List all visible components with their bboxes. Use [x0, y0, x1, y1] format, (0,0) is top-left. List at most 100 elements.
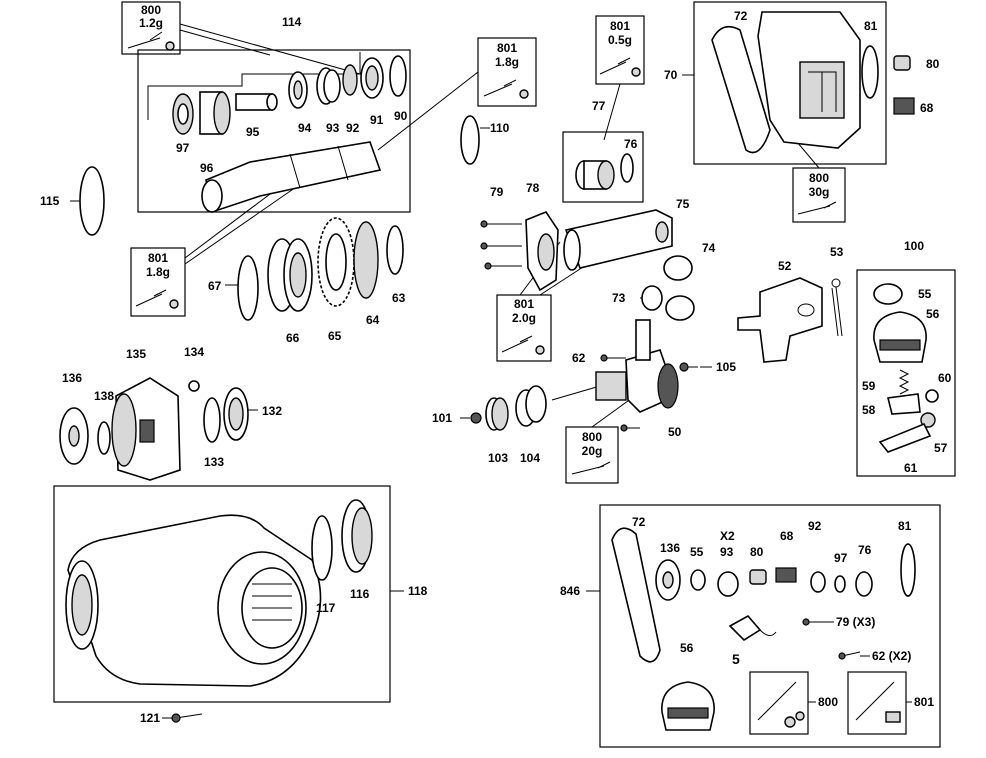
- kit-label-68: 68: [780, 529, 794, 543]
- callout-800-low: 800 20g: [565, 426, 619, 484]
- label-135: 135: [126, 347, 146, 361]
- part-72-gasket: [711, 25, 771, 154]
- label-117: 117: [316, 601, 336, 615]
- callout-801-mid: 801 0.5g: [595, 15, 645, 85]
- label-134: 134: [184, 345, 204, 359]
- part-132-bushing: [223, 387, 249, 441]
- label-97: 97: [176, 141, 190, 155]
- part-78-flange: [525, 211, 559, 292]
- kit-93-spring: [717, 571, 739, 597]
- label-57: 57: [934, 441, 948, 455]
- label-101: 101: [432, 411, 452, 425]
- grease-blob-icon: [169, 299, 179, 309]
- part-101-nut: [470, 412, 482, 424]
- label-59: 59: [862, 379, 876, 393]
- kit-label-81: 81: [898, 519, 912, 533]
- kit-label-97: 97: [834, 551, 848, 565]
- part-80-plug: [893, 55, 911, 71]
- kit-81-ring: [900, 543, 916, 597]
- part-62-screw: [600, 354, 626, 362]
- part-61-latch: [878, 422, 932, 453]
- part-134-ball: [188, 380, 200, 392]
- grease-tube-icon: [483, 79, 517, 97]
- label-73: 73: [612, 291, 626, 305]
- label-67: 67: [208, 279, 222, 293]
- kit-label-92: 92: [808, 519, 822, 533]
- kit-label-72: 72: [632, 515, 646, 529]
- kit-97-ring: [834, 575, 846, 593]
- part-55-oring: [873, 283, 903, 305]
- part-97-bearing: [172, 93, 194, 135]
- label-70: 70: [664, 68, 678, 82]
- callout-800-low-weight: 20g: [582, 444, 603, 458]
- part-59-spring: [898, 369, 910, 395]
- callout-801-top-weight: 1.8g: [495, 55, 519, 69]
- label-60: 60: [938, 371, 952, 385]
- grease-blob-icon: [631, 67, 641, 77]
- kit-72-gasket: [611, 527, 661, 663]
- label-110: 110: [490, 121, 510, 135]
- label-104: 104: [520, 451, 540, 465]
- label-74: 74: [702, 241, 716, 255]
- part-73-pin: [641, 285, 663, 311]
- kit-label-76: 76: [858, 543, 872, 557]
- kit-leaders: [808, 621, 912, 703]
- kit-label-62: 62 (X2): [872, 649, 911, 663]
- callout-800-low-num: 800: [582, 430, 602, 444]
- frame-114-inner: [147, 52, 361, 120]
- kit-800-grease: [749, 671, 809, 735]
- label-65: 65: [328, 329, 342, 343]
- label-72: 72: [734, 9, 748, 23]
- grease-tube-icon: [599, 57, 631, 75]
- part-64-clutch: [353, 221, 379, 299]
- part-housing-70: [757, 11, 861, 149]
- callout-801-low: 801 2.0g: [496, 294, 552, 362]
- grease-tube-icon: [127, 31, 163, 49]
- part-79-screws: [480, 220, 522, 270]
- label-136: 136: [62, 371, 82, 385]
- callout-800-top: 800 1.2g: [121, 1, 181, 55]
- label-78: 78: [526, 181, 540, 195]
- grease-blob-icon: [519, 89, 529, 99]
- callout-801-low-num: 801: [514, 297, 534, 311]
- part-81-ring: [861, 45, 879, 99]
- kit-80-plug: [749, 569, 767, 585]
- part-76-ring: [620, 153, 634, 183]
- frame-118: [53, 485, 391, 703]
- part-135-housing: [111, 377, 181, 481]
- frame-77: [562, 131, 644, 203]
- label-55: 55: [918, 287, 932, 301]
- label-81: 81: [864, 19, 878, 33]
- label-77: 77: [592, 99, 606, 113]
- part-66-sleeve: [267, 238, 313, 312]
- label-75: 75: [676, 197, 690, 211]
- kit-label-93: 93: [720, 545, 734, 559]
- label-90: 90: [394, 109, 408, 123]
- kit-label-80: 80: [750, 545, 764, 559]
- part-93-spring: [316, 67, 341, 105]
- part-58-piece: [887, 393, 921, 415]
- label-62: 62: [572, 351, 586, 365]
- part-138-ring: [97, 421, 111, 455]
- callout-801-low-weight: 2.0g: [512, 311, 536, 325]
- part-92-ring: [342, 64, 358, 96]
- kit-label-5: 5: [732, 651, 740, 667]
- grease-blob-icon: [535, 345, 545, 355]
- kit-79-screw: [802, 618, 826, 626]
- kit-136-cap: [655, 559, 681, 601]
- part-cylinder: [201, 141, 382, 214]
- kit-76-ring: [855, 571, 873, 597]
- kit-label-79: 79 (X3): [836, 615, 875, 629]
- part-121-screw: [171, 713, 203, 723]
- part-65-gear: [317, 217, 355, 307]
- label-116: 116: [350, 587, 370, 601]
- part-63-ring: [386, 225, 404, 275]
- label-133: 133: [204, 455, 224, 469]
- grease-tube-icon: [501, 335, 533, 353]
- label-91: 91: [370, 113, 384, 127]
- part-74-washers: [663, 255, 695, 321]
- label-95: 95: [246, 125, 260, 139]
- part-115-ring: [79, 166, 105, 236]
- grease-tube-icon: [571, 461, 611, 475]
